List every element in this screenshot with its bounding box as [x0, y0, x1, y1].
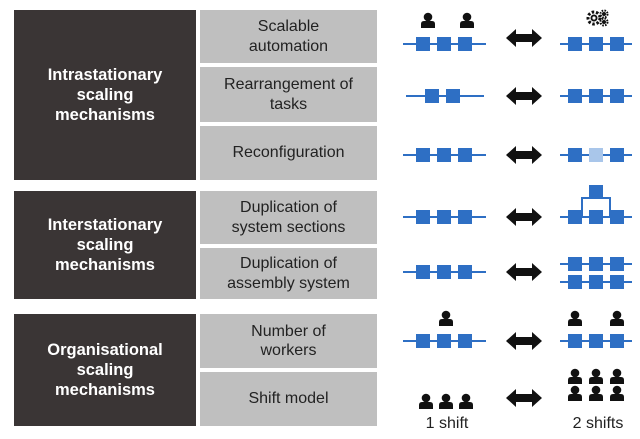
row5-right-line	[560, 257, 632, 289]
row3-left-line	[403, 148, 486, 162]
mechanism-reconfiguration: Reconfiguration	[200, 126, 377, 180]
person-icon	[460, 12, 474, 28]
double-arrow-icon	[506, 263, 542, 281]
category-interstationary: Interstationary scaling mechanisms	[14, 191, 196, 299]
mechanism-duplication-system-sections: Duplication of system sections	[200, 191, 377, 244]
gears-icon	[586, 9, 609, 27]
person-icon	[439, 393, 453, 409]
row6-right-line	[560, 334, 632, 348]
mechanism-duplication-assembly-system: Duplication of assembly system	[200, 248, 377, 299]
person-icon	[610, 368, 624, 384]
mechanism-number-of-workers: Number of workers	[200, 314, 377, 368]
row2-right-line	[560, 89, 632, 103]
mechanism-scalable-automation: Scalable automation	[200, 10, 377, 63]
category-organisational: Organisational scaling mechanisms	[14, 314, 196, 426]
shift-label-two: 2 shifts	[572, 415, 624, 432]
mechanism-shift-model: Shift model	[200, 372, 377, 426]
person-icon	[589, 368, 603, 384]
person-icon	[568, 385, 582, 401]
row1-right-line	[560, 37, 632, 51]
person-icon	[421, 12, 435, 28]
category-intrastationary: Intrastationary scaling mechanisms	[14, 10, 196, 180]
row4-right-line	[560, 185, 632, 224]
person-icon	[568, 310, 582, 326]
row1-left-line	[403, 37, 486, 51]
row6-left-line	[403, 334, 486, 348]
row3-right-line	[560, 148, 632, 162]
double-arrow-icon	[506, 29, 542, 47]
person-icon	[439, 310, 453, 326]
person-icon	[459, 393, 473, 409]
person-icon	[610, 385, 624, 401]
row4-left-line	[403, 210, 486, 224]
double-arrow-icon	[506, 332, 542, 350]
double-arrow-icon	[506, 208, 542, 226]
person-icon	[589, 385, 603, 401]
person-icon	[610, 310, 624, 326]
shift-label-one: 1 shift	[425, 415, 469, 432]
mechanism-rearrangement-of-tasks: Rearrangement of tasks	[200, 67, 377, 122]
person-icon	[568, 368, 582, 384]
row5-left-line	[403, 265, 486, 279]
double-arrow-icon	[506, 87, 542, 105]
double-arrow-icon	[506, 146, 542, 164]
person-icon	[419, 393, 433, 409]
double-arrow-icon	[506, 389, 542, 407]
row2-left-line	[406, 89, 484, 103]
